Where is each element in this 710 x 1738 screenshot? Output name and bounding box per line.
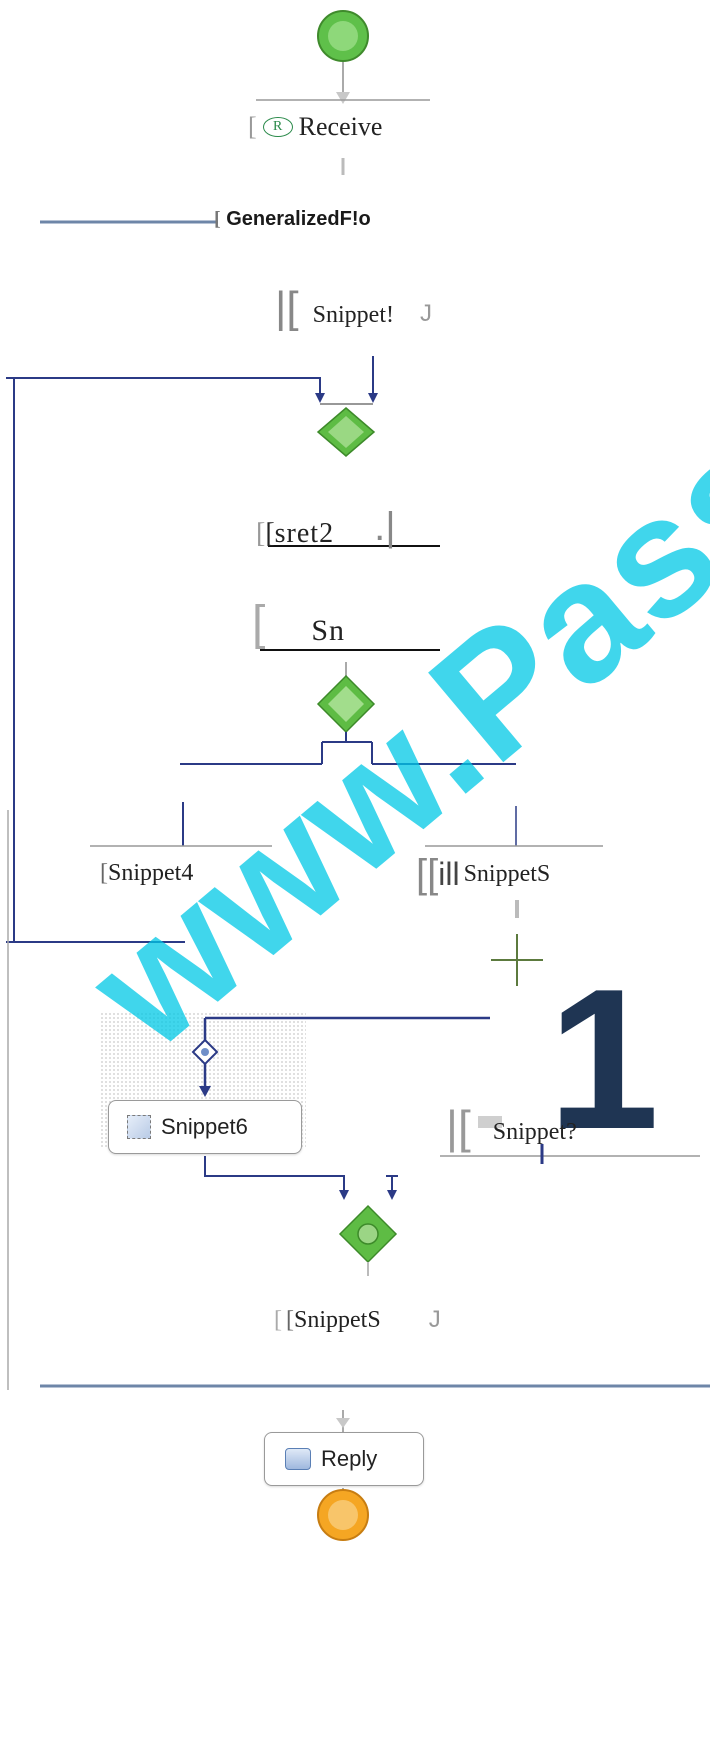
join-wires bbox=[204, 1156, 398, 1194]
snippet3-label: Sn bbox=[311, 614, 346, 647]
choice-diamond-icon[interactable] bbox=[316, 674, 376, 734]
snippet3-node[interactable]: [ Sn bbox=[252, 597, 346, 650]
start-arrow bbox=[336, 92, 350, 104]
receive-label: Receive bbox=[298, 112, 383, 141]
snippet5-label: SnippetS bbox=[463, 861, 551, 887]
snippet1-node[interactable]: |[ Snippet! J bbox=[275, 283, 432, 332]
snippet1-label: Snippet! bbox=[312, 302, 394, 328]
bracket-left: [ bbox=[248, 112, 257, 141]
end-node-icon[interactable] bbox=[317, 1489, 369, 1541]
reply-node[interactable]: Reply bbox=[264, 1432, 424, 1486]
generalized-flow-label[interactable]: [ GeneralizedF!o bbox=[214, 208, 371, 230]
start-node-icon[interactable] bbox=[317, 10, 369, 62]
stray-ill: ill bbox=[438, 856, 460, 892]
stray-j2: J bbox=[428, 1306, 441, 1333]
receive-node[interactable]: [ R Receive bbox=[248, 112, 382, 142]
snippet4-label: Snippet4 bbox=[108, 860, 194, 886]
snippet5-node[interactable]: [[ ill SnippetS bbox=[416, 852, 551, 896]
reply-label: Reply bbox=[321, 1446, 378, 1471]
snippet7-node[interactable]: |[ Snippet? bbox=[446, 1101, 577, 1153]
loop-wire bbox=[6, 377, 310, 943]
snippet7-label: Snippet? bbox=[492, 1119, 577, 1145]
snippet2-label: sret2 bbox=[274, 518, 335, 549]
big-number: 1 bbox=[548, 948, 660, 1171]
flow-label-text: GeneralizedF!o bbox=[226, 208, 371, 230]
snippet8-node[interactable]: [ [ SnippetS J bbox=[274, 1306, 441, 1333]
snippet6-label: Snippet6 bbox=[161, 1114, 248, 1139]
snippet8-label: SnippetS bbox=[294, 1306, 381, 1333]
snippet-icon bbox=[127, 1115, 151, 1139]
stray-j1: J bbox=[419, 300, 432, 327]
merge-wires bbox=[310, 356, 374, 398]
snippet6-node[interactable]: Snippet6 bbox=[108, 1100, 302, 1154]
receive-badge-icon: R bbox=[262, 117, 293, 137]
join-diamond-icon[interactable] bbox=[338, 1204, 398, 1264]
snippet4-node[interactable]: [Snippet4 bbox=[100, 860, 194, 886]
branch-wires bbox=[180, 732, 516, 765]
reply-icon bbox=[285, 1448, 311, 1470]
snippet2-node[interactable]: [ [ sret2 .| bbox=[256, 505, 396, 549]
merge-diamond-icon[interactable] bbox=[316, 407, 376, 457]
